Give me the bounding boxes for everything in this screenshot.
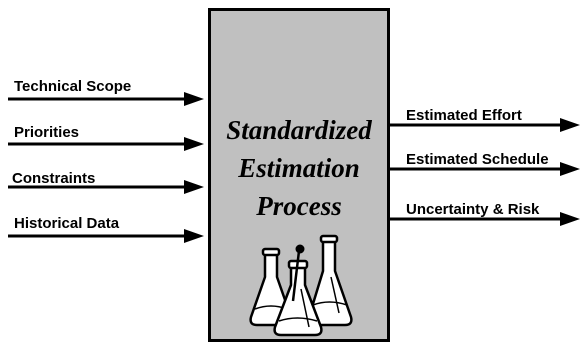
input-label-priorities: Priorities — [14, 124, 80, 141]
output-arrow-uncertainty-risk — [390, 212, 580, 226]
process-title: Standardized Estimation Process — [211, 111, 387, 225]
process-box: Standardized Estimation Process — [208, 8, 390, 342]
lab-flasks-icon — [249, 234, 353, 337]
flask-right-icon — [307, 234, 353, 327]
input-label-historical-data: Historical Data — [14, 215, 120, 232]
input-arrow-priorities — [8, 137, 204, 151]
process-title-line-2: Estimation — [238, 153, 360, 183]
input-arrow-constraints — [8, 180, 204, 194]
output-arrow-estimated-effort — [390, 118, 580, 132]
stirring-rod-icon — [291, 244, 305, 302]
process-title-line-1: Standardized — [226, 115, 372, 145]
flask-center-icon — [273, 259, 323, 337]
output-arrow-estimated-schedule — [390, 162, 580, 176]
output-label-uncertainty-risk: Uncertainty & Risk — [406, 201, 540, 218]
input-arrow-historical-data — [8, 229, 204, 243]
input-arrow-technical-scope — [8, 92, 204, 106]
input-label-technical-scope: Technical Scope — [14, 78, 132, 95]
output-label-estimated-effort: Estimated Effort — [406, 107, 522, 124]
process-title-line-3: Process — [256, 191, 342, 221]
output-label-estimated-schedule: Estimated Schedule — [406, 151, 549, 168]
input-label-constraints: Constraints — [12, 170, 96, 187]
